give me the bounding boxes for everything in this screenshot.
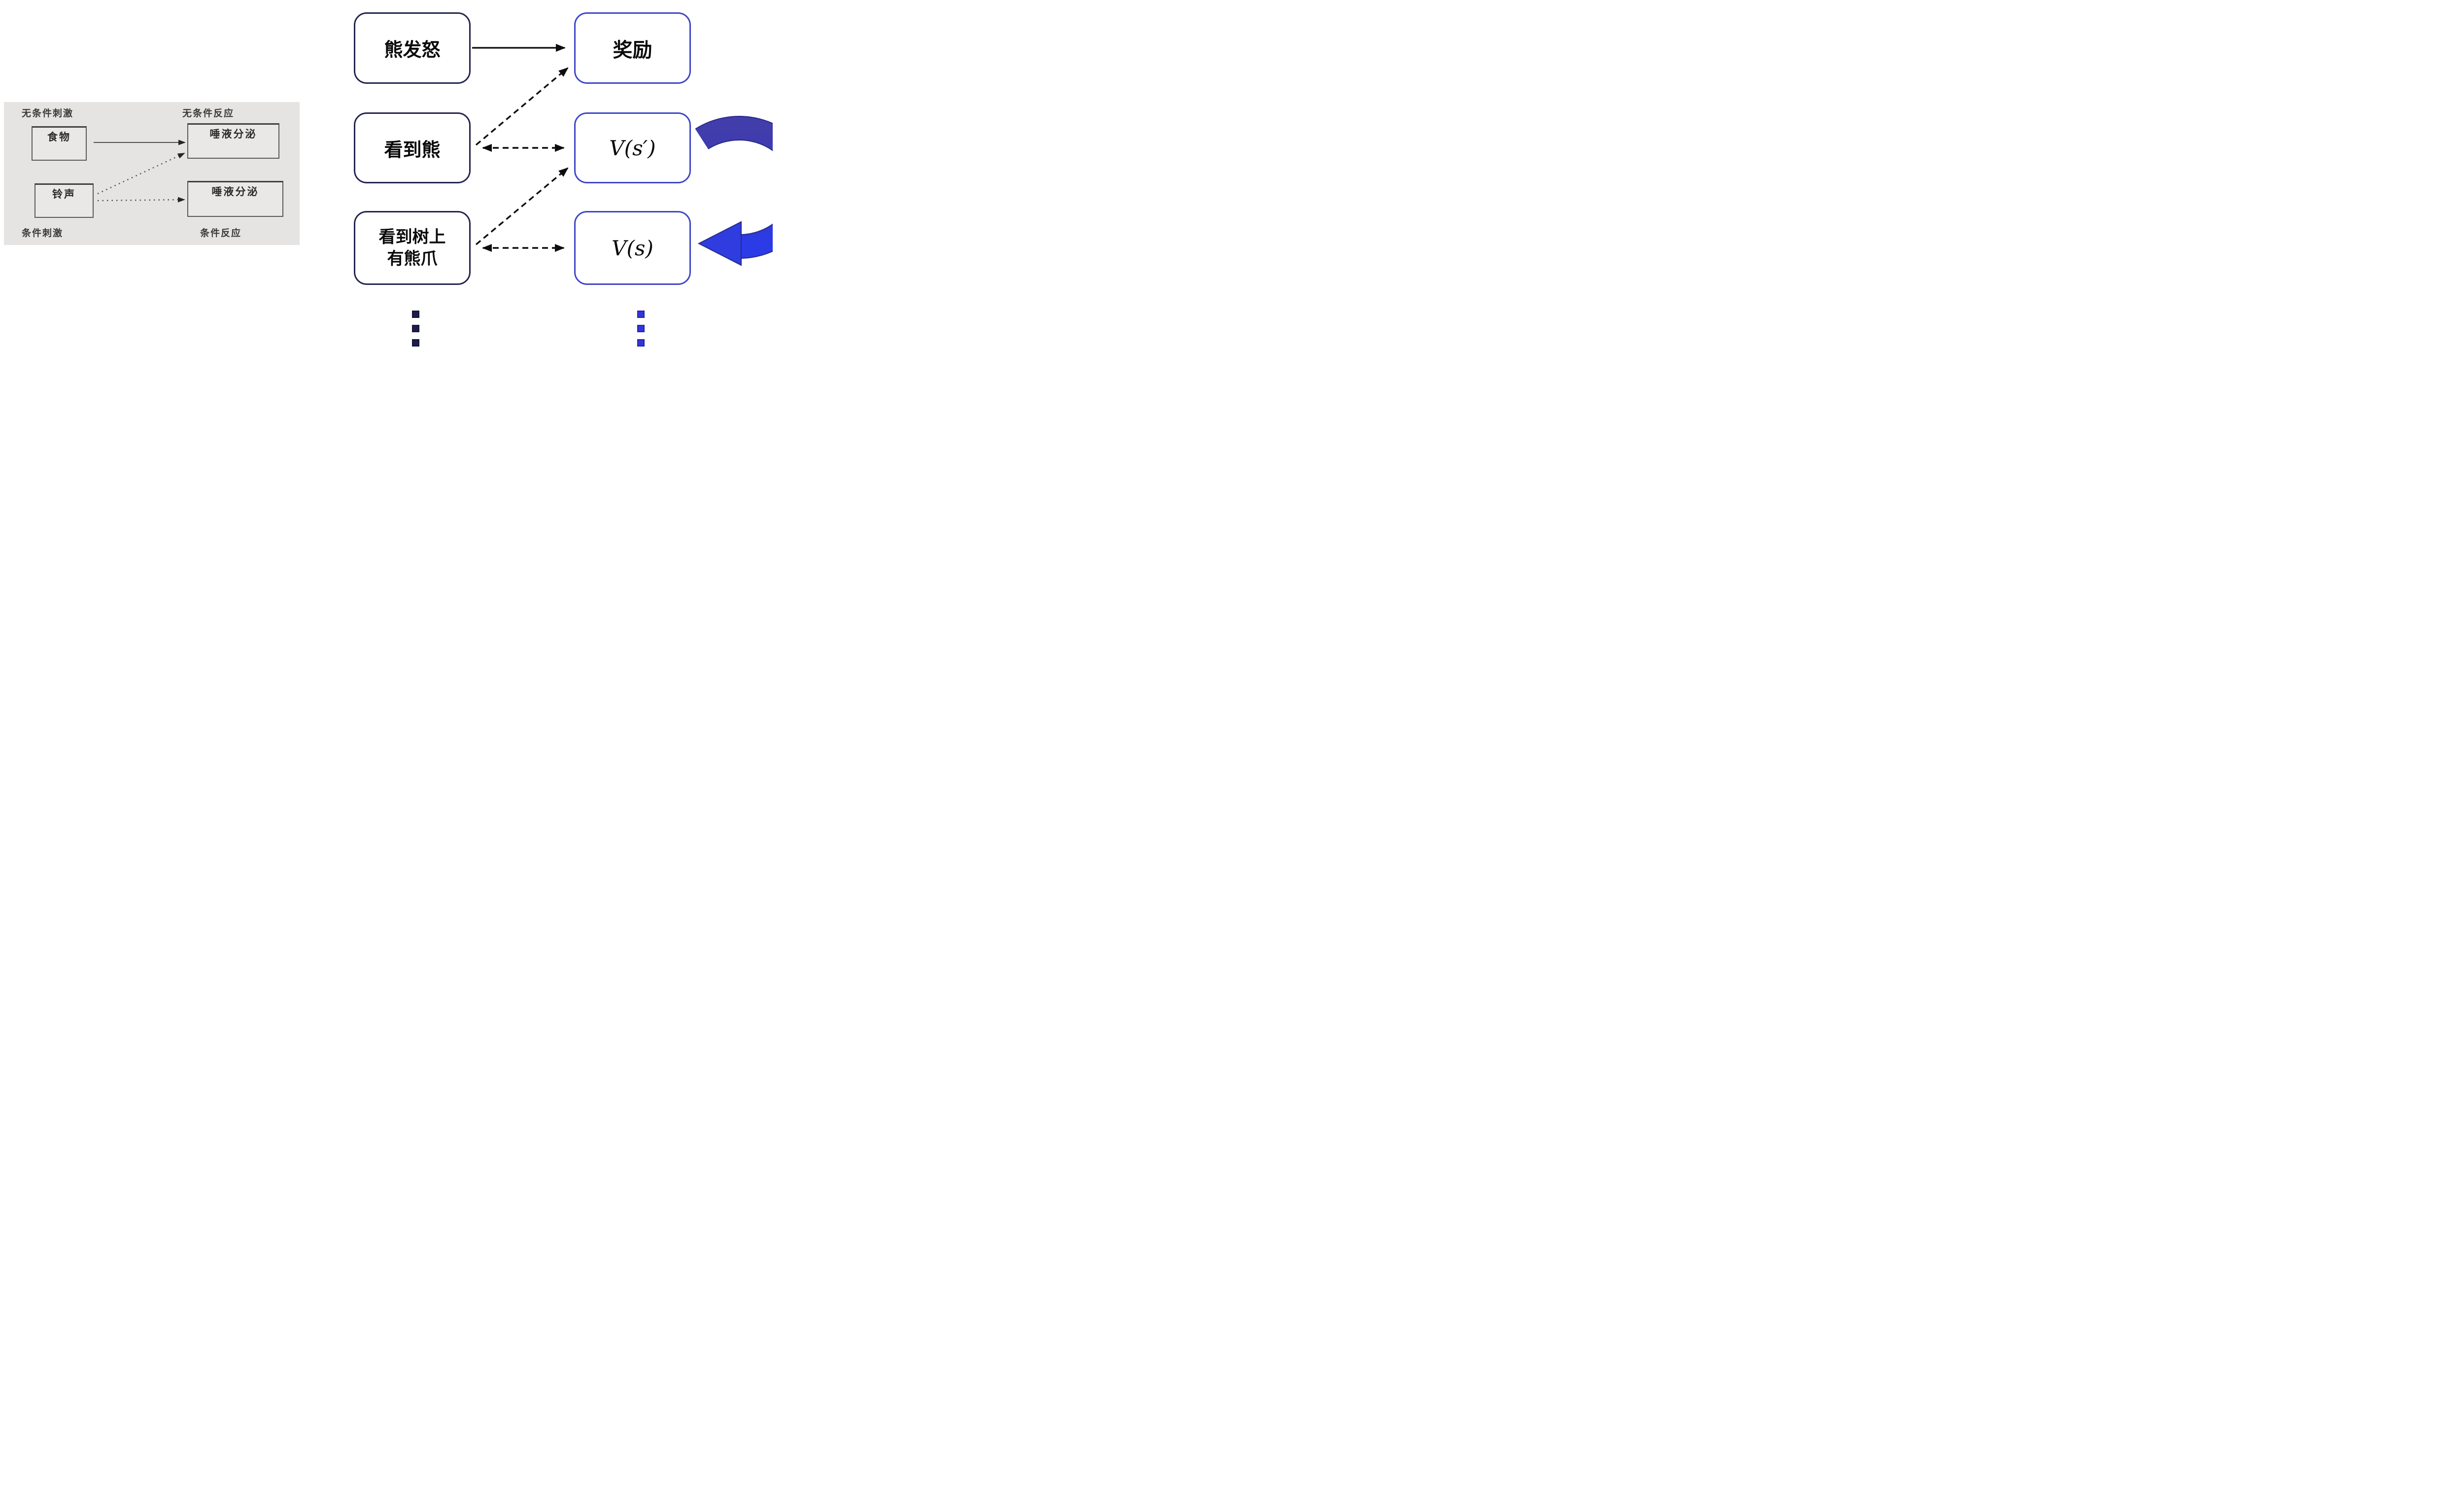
ellipsis-dot-right [637, 311, 645, 318]
unconditioned-stimulus-label: 无条件刺激 [22, 108, 74, 119]
arrow-bell-to-salivation-top-dotted [97, 152, 185, 195]
ribbon-arrowhead [697, 221, 742, 266]
state-box-bear-angry: 熊发怒 [354, 12, 471, 84]
ellipsis-dot-left [412, 339, 419, 347]
value-box-v-next-label: V(s′) [609, 136, 656, 160]
ellipsis-dot-left [412, 311, 419, 318]
state-box-see-claw-label: 看到树上 有熊爪 [379, 226, 446, 270]
salivation-top-box: 唾液分泌 [187, 123, 279, 159]
conditioning-panel: 无条件刺激 无条件反应 食物 唾液分泌 铃声 唾液分泌 条件刺激 条件反应 [4, 102, 300, 245]
arrow-bell-to-salivation-bottom-dotted [97, 197, 185, 203]
value-box-reward: 奖励 [574, 12, 691, 84]
value-box-reward-label: 奖励 [613, 38, 652, 62]
value-box-v-next: V(s′) [574, 112, 691, 183]
ribbon-body [695, 117, 773, 258]
ellipsis-dot-right [637, 325, 645, 332]
bell-box: 铃声 [34, 183, 94, 218]
conditioned-response-label: 条件反应 [200, 228, 242, 239]
state-box-see-bear: 看到熊 [354, 112, 471, 183]
ellipsis-dot-right [637, 339, 645, 347]
conditioning-arrows [94, 139, 186, 203]
diagram-canvas: 无条件刺激 无条件反应 食物 唾液分泌 铃声 唾液分泌 条件刺激 条件反应 熊发… [0, 0, 773, 350]
arrow-see-claw-to-vnext-dashed [475, 167, 569, 245]
see-claw-line1: 看到树上 [378, 227, 446, 246]
conditioned-stimulus-label: 条件刺激 [22, 228, 64, 239]
salivation-bottom-box: 唾液分泌 [187, 181, 283, 217]
unconditioned-response-label: 无条件反应 [182, 108, 235, 119]
state-box-bear-angry-label: 熊发怒 [384, 40, 441, 61]
state-box-see-bear-label: 看到熊 [384, 139, 441, 161]
ellipsis-dot-left [412, 325, 419, 332]
arrow-see-bear-to-reward-dashed [475, 67, 569, 146]
state-box-see-claw: 看到树上 有熊爪 [354, 211, 471, 285]
update-cycle-arrow [695, 116, 773, 266]
value-box-v-current-label: V(s) [612, 236, 653, 260]
see-claw-line2: 有熊爪 [387, 249, 438, 268]
value-box-v-current: V(s) [574, 211, 691, 285]
food-box: 食物 [32, 126, 87, 161]
